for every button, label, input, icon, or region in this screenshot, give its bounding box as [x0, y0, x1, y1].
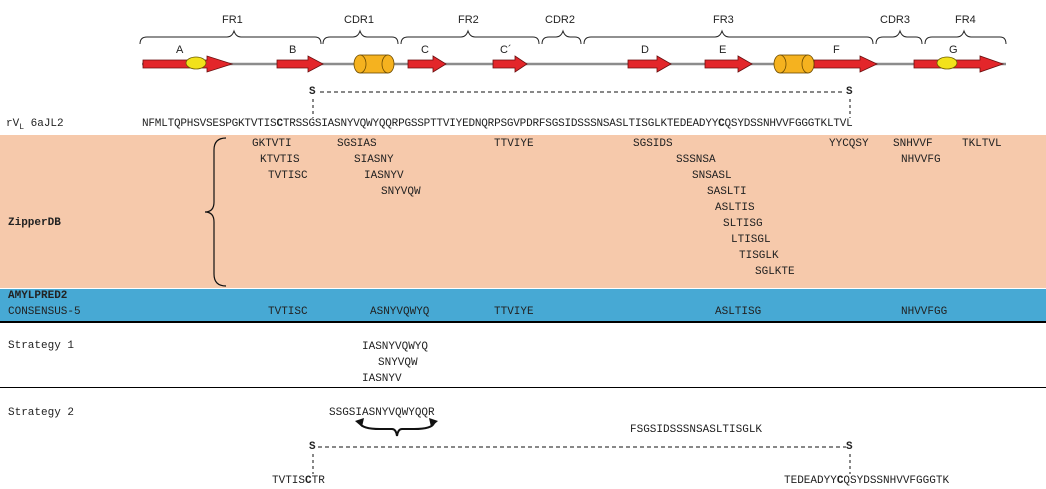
- strategy2-peptide-top: SSGSIASNYVQWYQQR: [329, 408, 435, 419]
- strand-c2-arrow: [493, 56, 527, 72]
- zipperdb-peptide: SIASNY: [354, 155, 394, 166]
- zipperdb-peptide: GKTVTI: [252, 139, 292, 150]
- amylpred-peptide: NHVVFGG: [901, 307, 947, 318]
- strand-a-bulge: [186, 57, 206, 69]
- strategy2-sulfur-left: S: [309, 442, 316, 453]
- zipperdb-peptide: YYCQSY: [829, 139, 869, 150]
- amylpred-peptide: ASLTISG: [715, 307, 761, 318]
- strategy1-peptide: SNYVQW: [378, 358, 418, 369]
- helix-cdr1: [354, 55, 394, 73]
- strategy2-label: Strategy 2: [8, 408, 74, 419]
- strand-d-arrow: [628, 56, 671, 72]
- amylpred-consensus-label: CONSENSUS-5: [8, 307, 81, 318]
- ss-sulfur-left: S: [309, 87, 316, 98]
- strand-label-g: G: [949, 44, 958, 56]
- strand-label-c-prime: C´: [500, 44, 512, 56]
- zipperdb-peptide: SNSASL: [692, 171, 732, 182]
- strand-label-d: D: [641, 44, 649, 56]
- strategy2-peptide-right: TEDEADYYCQSYDSSNHVVFGGGTK: [784, 476, 949, 487]
- bracket-fr2: [401, 31, 539, 44]
- amylpred-title: AMYLPRED2: [8, 291, 67, 302]
- strand-g-arrow: [914, 56, 1003, 72]
- strand-b-arrow: [277, 56, 323, 72]
- strand-g-bulge: [937, 57, 957, 69]
- ss-sulfur-right: S: [846, 87, 853, 98]
- zipperdb-peptide: SNHVVF: [893, 139, 933, 150]
- region-label-cdr3: CDR3: [880, 14, 910, 26]
- zipperdb-peptide: SLTISG: [723, 219, 763, 230]
- region-label-fr2: FR2: [458, 14, 479, 26]
- zipperdb-peptide: SSSNSA: [676, 155, 716, 166]
- zipperdb-peptide: NHVVFG: [901, 155, 941, 166]
- bracket-fr4: [925, 31, 1006, 44]
- zipperdb-peptide: SGLKTE: [755, 267, 795, 278]
- strategy2-sulfur-right: S: [846, 442, 853, 453]
- helix-fr3: [774, 55, 814, 73]
- bracket-cdr3: [876, 31, 922, 44]
- amylpred-peptide: ASNYVQWYQ: [370, 307, 429, 318]
- strategy1-label: Strategy 1: [8, 341, 74, 352]
- zipperdb-peptide: SGSIAS: [337, 139, 377, 150]
- zipperdb-title: ZipperDB: [8, 218, 61, 229]
- strand-label-b: B: [289, 44, 296, 56]
- region-label-cdr2: CDR2: [545, 14, 575, 26]
- zipperdb-peptide: TTVIYE: [494, 139, 534, 150]
- strategy1-peptide: IASNYVQWYQ: [362, 342, 428, 353]
- zipperdb-peptide: SGSIDS: [633, 139, 673, 150]
- strand-c-arrow: [408, 56, 446, 72]
- strategy2-brace: [360, 423, 434, 436]
- zipperdb-peptide: ASLTIS: [715, 203, 755, 214]
- zipperdb-peptide: TVTISC: [268, 171, 308, 182]
- strategy1-peptide: IASNYV: [362, 374, 402, 385]
- bracket-fr1: [140, 31, 321, 44]
- strand-label-a: A: [176, 44, 183, 56]
- strand-label-f: F: [833, 44, 840, 56]
- bracket-fr3: [584, 31, 873, 44]
- region-label-fr3: FR3: [713, 14, 734, 26]
- sequence-label: rVL 6aJL2: [6, 119, 64, 132]
- strand-label-c: C: [421, 44, 429, 56]
- bracket-cdr1: [323, 31, 398, 44]
- zipperdb-peptide: SNYVQW: [381, 187, 421, 198]
- strategy2-peptide-mid: FSGSIDSSSNSASLTISGLK: [630, 425, 762, 436]
- strand-f-arrow: [814, 56, 877, 72]
- strand-label-e: E: [719, 44, 726, 56]
- region-label-cdr1: CDR1: [344, 14, 374, 26]
- sequence-text: NFMLTQPHSVSESPGKTVTISCTRSSGSIASNYVQWYQQR…: [142, 119, 853, 130]
- region-label-fr1: FR1: [222, 14, 243, 26]
- zipperdb-peptide: TISGLK: [739, 251, 779, 262]
- amylpred-peptide: TTVIYE: [494, 307, 534, 318]
- zipperdb-peptide: IASNYV: [364, 171, 404, 182]
- zipperdb-peptide: LTISGL: [731, 235, 771, 246]
- strand-e-arrow: [705, 56, 752, 72]
- zipperdb-peptide: TKLTVL: [962, 139, 1002, 150]
- bracket-cdr2: [542, 31, 581, 44]
- region-label-fr4: FR4: [955, 14, 976, 26]
- zipperdb-peptide: KTVTIS: [260, 155, 300, 166]
- amylpred-peptide: TVTISC: [268, 307, 308, 318]
- zipperdb-peptide: SASLTI: [707, 187, 747, 198]
- strategy2-peptide-left: TVTISCTR: [272, 476, 325, 487]
- zipperdb-brace: [205, 138, 226, 286]
